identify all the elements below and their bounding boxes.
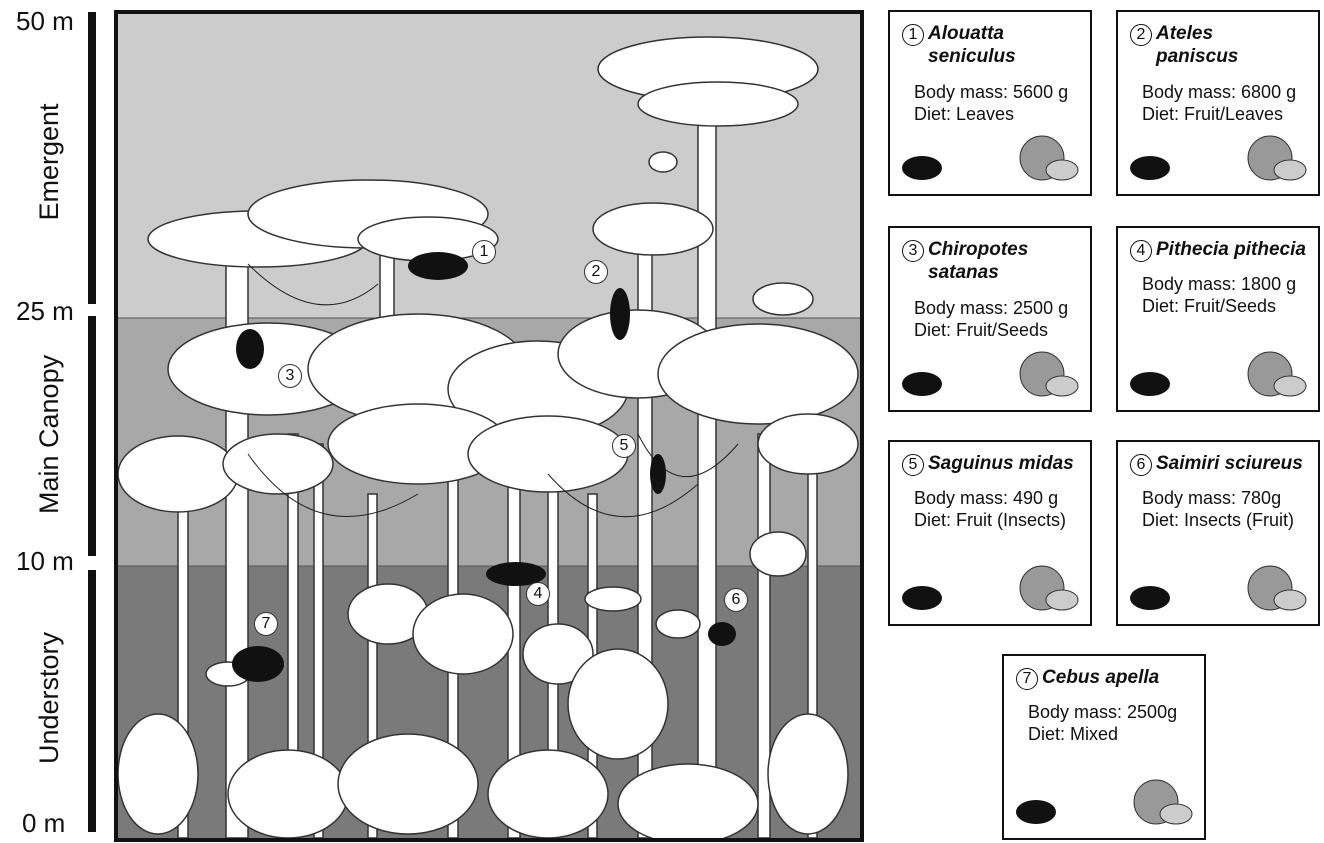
species-name: Alouatta seniculus	[928, 22, 1016, 68]
stratum-label-main-canopy: Main Canopy	[34, 358, 66, 514]
monkey-icon	[896, 360, 950, 404]
forest-illustration	[118, 14, 860, 838]
monkey-icon	[1124, 144, 1178, 188]
monkey-6-icon	[708, 622, 736, 646]
monkey-icon	[896, 574, 950, 618]
height-label-10m: 10 m	[16, 548, 74, 574]
species-number: 2	[1130, 24, 1152, 46]
species-name: Cebus apella	[1042, 666, 1159, 689]
monkey-icon	[1124, 574, 1178, 618]
species-number: 7	[1016, 668, 1038, 690]
monkey-2-icon	[610, 288, 630, 340]
body-mass: Body mass: 490 g	[914, 488, 1058, 508]
body-mass: Body mass: 780g	[1142, 488, 1281, 508]
fruit-icon	[1240, 126, 1310, 186]
diet: Diet: Fruit/Seeds	[914, 320, 1048, 340]
marker-1: 1	[472, 240, 496, 264]
body-mass: Body mass: 5600 g	[914, 82, 1068, 102]
diet: Diet: Leaves	[914, 104, 1014, 124]
marker-4: 4	[526, 582, 550, 606]
forest-scene: 1 2 3 4 5 6 7	[114, 10, 864, 842]
stratum-label-emergent: Emergent	[34, 102, 66, 222]
body-mass: Body mass: 1800 g	[1142, 274, 1296, 294]
fruit-seed-icon	[1240, 342, 1310, 402]
fruit-nut-icon	[1126, 770, 1196, 830]
monkey-icon	[1124, 360, 1178, 404]
diet: Diet: Mixed	[1028, 724, 1118, 744]
marker-6: 6	[724, 588, 748, 612]
species-name: Chiropotes satanas	[928, 238, 1028, 284]
fruit-seed-icon	[1012, 342, 1082, 402]
canopy-bar	[88, 316, 96, 556]
fruit-insect-icon	[1012, 556, 1082, 616]
body-mass: Body mass: 2500g	[1028, 702, 1177, 722]
marker-3: 3	[278, 364, 302, 388]
species-number: 5	[902, 454, 924, 476]
diet: Diet: Fruit (Insects)	[914, 510, 1066, 530]
body-mass: Body mass: 2500 g	[914, 298, 1068, 318]
fruit-insect-icon	[1240, 556, 1310, 616]
monkey-7-icon	[232, 646, 284, 682]
height-label-25m: 25 m	[16, 298, 74, 324]
species-number: 4	[1130, 240, 1152, 262]
leaves-icon	[1012, 126, 1082, 186]
height-label-0m: 0 m	[22, 810, 65, 836]
monkey-icon	[1010, 788, 1064, 832]
understory-bar	[88, 570, 96, 832]
species-name: Saguinus midas	[928, 452, 1074, 475]
monkey-1-icon	[408, 252, 468, 280]
marker-5: 5	[612, 434, 636, 458]
marker-2: 2	[584, 260, 608, 284]
diet: Diet: Fruit/Seeds	[1142, 296, 1276, 316]
species-name: Ateles paniscus	[1156, 22, 1238, 68]
height-label-50m: 50 m	[16, 8, 74, 34]
emergent-bar	[88, 12, 96, 304]
diet: Diet: Fruit/Leaves	[1142, 104, 1283, 124]
monkey-3-icon	[236, 329, 264, 369]
species-number: 1	[902, 24, 924, 46]
species-name: Saimiri sciureus	[1156, 452, 1303, 475]
stratum-label-understory: Understory	[34, 628, 66, 768]
species-name: Pithecia pithecia	[1156, 238, 1306, 261]
monkey-5-icon	[650, 454, 666, 494]
species-number: 3	[902, 240, 924, 262]
monkey-icon	[896, 144, 950, 188]
diet: Diet: Insects (Fruit)	[1142, 510, 1294, 530]
body-mass: Body mass: 6800 g	[1142, 82, 1296, 102]
species-number: 6	[1130, 454, 1152, 476]
marker-7: 7	[254, 612, 278, 636]
